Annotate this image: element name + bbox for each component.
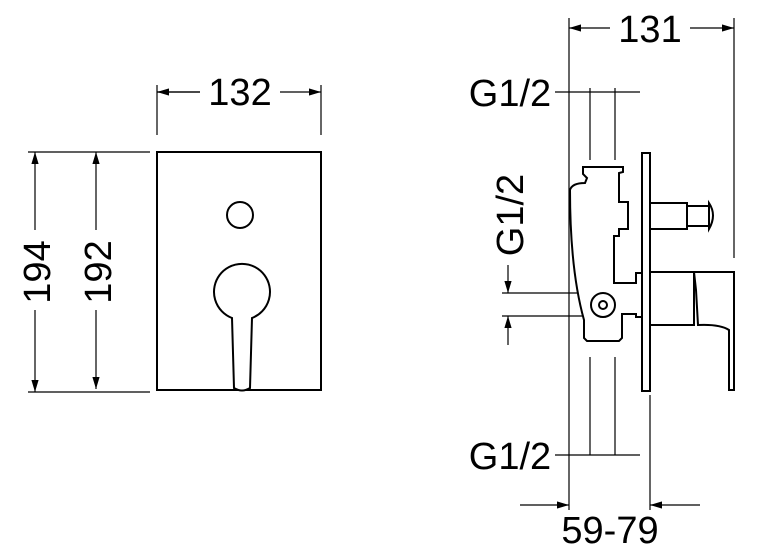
inner-height-dimension: 192 bbox=[78, 240, 120, 303]
bottom-inlet-label: G1/2 bbox=[469, 436, 551, 478]
mixer-handle bbox=[213, 262, 271, 392]
handle-lever bbox=[692, 271, 735, 391]
top-inlet-label: G1/2 bbox=[469, 73, 551, 115]
diverter-knob bbox=[226, 201, 254, 229]
front-view: 132 194 192 bbox=[17, 72, 322, 393]
side-outlet-label: G1/2 bbox=[490, 174, 532, 256]
diverter-knob-side bbox=[708, 199, 714, 233]
install-depth-dimension: 59-79 bbox=[561, 510, 658, 552]
width-dimension: 132 bbox=[208, 72, 271, 114]
depth-dimension: 131 bbox=[618, 9, 681, 51]
diverter-stem bbox=[649, 202, 688, 230]
wall-plate bbox=[641, 152, 651, 392]
side-view: 131 G1/2 G1/2 G1/2 59-79 bbox=[469, 9, 735, 552]
handle-base bbox=[649, 271, 695, 326]
valve-body bbox=[568, 166, 643, 342]
outer-height-dimension: 194 bbox=[17, 240, 59, 303]
